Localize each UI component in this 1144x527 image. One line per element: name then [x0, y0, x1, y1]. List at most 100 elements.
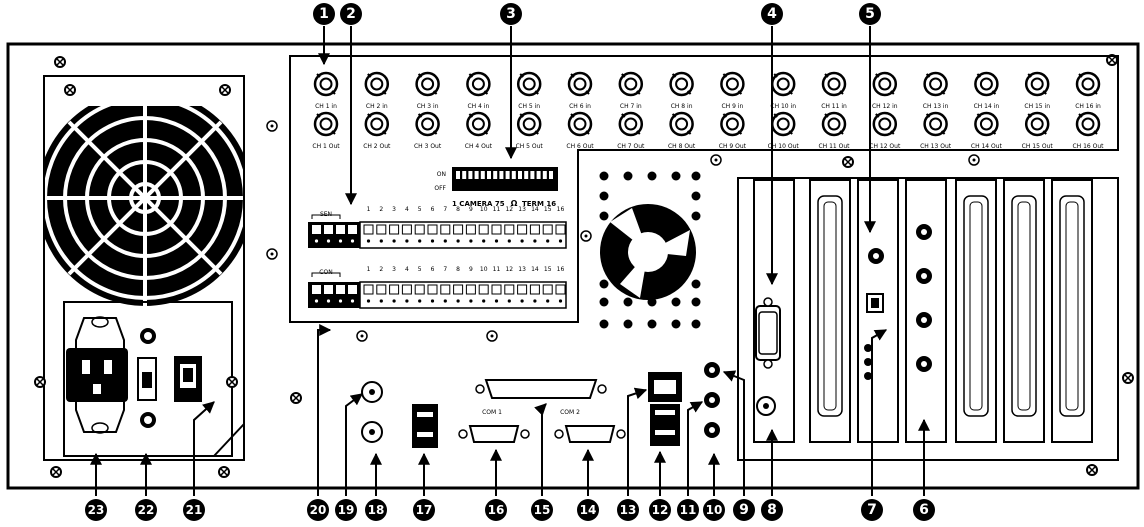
audio-jacks[interactable] — [704, 362, 720, 438]
bnc-out-16[interactable]: CH 16 Out — [1072, 111, 1104, 150]
bnc-out-label: CH 12 Out — [869, 143, 901, 150]
optical-audio-port[interactable] — [866, 293, 884, 313]
callout-number: 11 — [680, 503, 697, 517]
voltage-selector[interactable] — [137, 328, 157, 428]
bnc-out-5[interactable]: CH 5 Out — [516, 111, 544, 150]
video-capture-card-slot — [905, 179, 947, 443]
bnc-out-15[interactable]: CH 15 Out — [1022, 111, 1054, 150]
bnc-in-16[interactable]: CH 16 in — [1075, 71, 1101, 110]
terminal-number: 1 — [367, 206, 371, 213]
bnc-in-14[interactable]: CH 14 in — [974, 71, 1000, 110]
bnc-out-4[interactable]: CH 4 Out — [465, 111, 493, 150]
bnc-out-3[interactable]: CH 3 Out — [414, 111, 442, 150]
terminal-number: 14 — [531, 266, 539, 273]
bnc-out-7[interactable]: CH 7 Out — [617, 111, 645, 150]
dip-key — [542, 171, 547, 179]
terminal-number: 4 — [405, 206, 409, 213]
bnc-out-14[interactable]: CH 14 Out — [971, 111, 1003, 150]
callout-badge-20: 20 — [307, 499, 329, 521]
bnc-in-3[interactable]: CH 3 in — [415, 71, 440, 110]
dip-key — [480, 171, 485, 179]
terminal-screw — [401, 224, 412, 235]
bnc-in-13[interactable]: CH 13 in — [923, 71, 949, 110]
bnc-in-10[interactable]: CH 10 in — [770, 71, 796, 110]
terminal-screw — [440, 224, 451, 235]
com1-serial-port[interactable]: COM 1 — [458, 409, 530, 443]
terminal-hole — [418, 299, 422, 303]
callout-badge-5: 5 — [859, 3, 881, 25]
bnc-out-6[interactable]: CH 6 Out — [566, 111, 594, 150]
bnc-out-12[interactable]: CH 12 Out — [869, 111, 901, 150]
terminal-number: 13 — [518, 206, 526, 213]
ps2-keyboard-port[interactable] — [361, 381, 383, 403]
ps2-mouse-port[interactable] — [361, 421, 383, 443]
bnc-in-15[interactable]: CH 15 in — [1024, 71, 1050, 110]
bnc-out-9[interactable]: CH 9 Out — [719, 111, 747, 150]
bnc-in-12[interactable]: CH 12 in — [872, 71, 898, 110]
vga-port[interactable] — [758, 311, 778, 355]
terminal-number: 4 — [405, 266, 409, 273]
vga-card-slot — [753, 179, 795, 443]
bnc-in-9[interactable]: CH 9 in — [720, 71, 745, 110]
terminal-hole — [546, 239, 550, 243]
parallel-port[interactable] — [475, 379, 607, 399]
terminal-screw — [389, 224, 400, 235]
power-switch[interactable] — [174, 356, 202, 402]
terminal-number: 6 — [431, 206, 435, 213]
com1-label: COM 1 — [482, 409, 502, 416]
bnc-out-13[interactable]: CH 13 Out — [920, 111, 952, 150]
ac-power-inlet[interactable] — [66, 316, 128, 434]
video-board-outline — [289, 55, 1119, 323]
video-output-jack[interactable] — [868, 248, 884, 264]
terminal-hole — [482, 299, 486, 303]
bnc-in-6[interactable]: CH 6 in — [567, 71, 593, 110]
bnc-in-4[interactable]: CH 4 in — [466, 71, 491, 110]
terminal-screw — [376, 224, 387, 235]
vent-hole — [691, 279, 701, 289]
callout-badge-11: 11 — [677, 499, 699, 521]
terminal-hole — [430, 239, 435, 243]
bnc-in-7[interactable]: CH 7 in — [618, 71, 644, 110]
usb-ports[interactable] — [412, 404, 438, 448]
power-supply-unit — [28, 75, 265, 461]
capture-card-jacks[interactable] — [916, 224, 932, 372]
vent-hole — [599, 297, 609, 307]
callout-number: 7 — [867, 502, 877, 518]
bnc-in-8[interactable]: CH 8 in — [669, 71, 694, 110]
motherboard-usb-ports[interactable] — [650, 404, 680, 446]
bnc-out-11[interactable]: CH 11 Out — [818, 111, 850, 150]
terminal-screw — [465, 224, 476, 235]
bnc-in-5[interactable]: CH 5 in — [516, 71, 542, 110]
terminal-number: 13 — [518, 266, 526, 273]
bnc-out-10[interactable]: CH 10 Out — [768, 111, 800, 150]
ps2-mouse-port-card[interactable] — [756, 396, 776, 416]
vent-hole — [599, 211, 609, 221]
bnc-out-1[interactable]: CH 1 Out — [312, 111, 340, 150]
dip-caption-right: TERM 16 — [522, 200, 556, 208]
audio-card-slot — [857, 179, 899, 443]
terminal-hole — [456, 299, 460, 303]
terminal-screw — [336, 225, 345, 234]
dip-key — [518, 171, 522, 179]
bnc-out-8[interactable]: CH 8 Out — [668, 111, 696, 150]
terminal-screw — [401, 284, 412, 295]
ethernet-port[interactable] — [648, 372, 682, 402]
terminal-screw — [427, 224, 438, 235]
terminal-hole — [443, 239, 447, 243]
bnc-in-label: CH 3 in — [417, 103, 439, 110]
callout-number: 8 — [767, 502, 777, 518]
terminal-number: 8 — [456, 266, 460, 273]
bnc-in-1[interactable]: CH 1 in — [313, 71, 339, 110]
callout-badge-15: 15 — [531, 499, 553, 521]
bnc-in-label: CH 16 in — [1075, 103, 1101, 110]
bnc-in-11[interactable]: CH 11 in — [821, 71, 847, 110]
bnc-out-label: CH 15 Out — [1022, 143, 1054, 150]
bnc-in-2[interactable]: CH 2 in — [364, 71, 390, 110]
dip-key — [487, 171, 491, 179]
callout-leader-lines — [90, 26, 930, 496]
bnc-out-2[interactable]: CH 2 Out — [363, 111, 391, 150]
com2-serial-port[interactable]: COM 2 — [554, 409, 626, 443]
callout-badge-22: 22 — [135, 499, 157, 521]
bnc-out-label: CH 13 Out — [920, 143, 952, 150]
